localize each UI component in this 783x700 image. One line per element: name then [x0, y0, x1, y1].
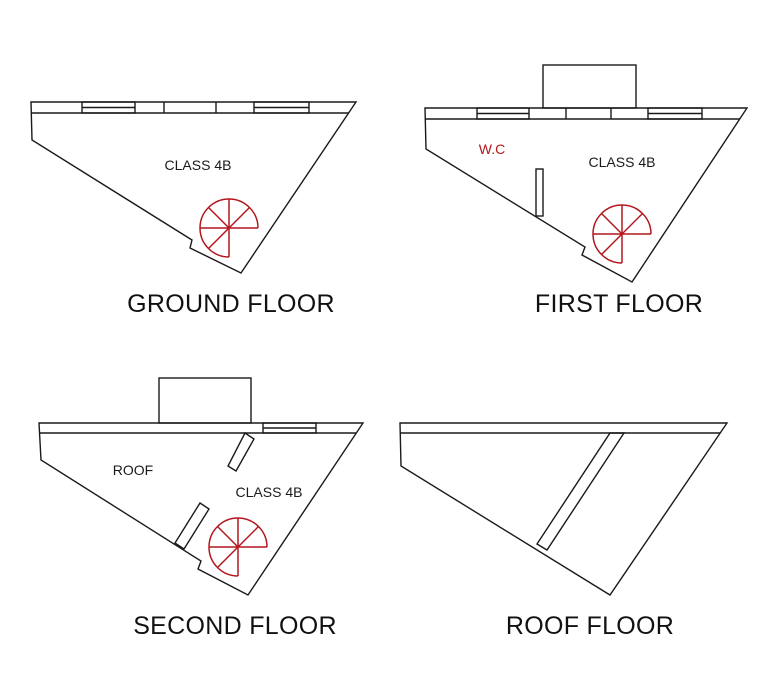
- floor-title: ROOF FLOOR: [506, 612, 674, 640]
- stair-tread: [621, 212, 644, 235]
- room-label: CLASS 4B: [589, 154, 656, 170]
- second-floor-spiral-stair-icon: [208, 517, 268, 577]
- room-label: ROOF: [113, 462, 153, 478]
- floor-title: FIRST FLOOR: [535, 290, 703, 318]
- second-floor-outline: [38, 422, 365, 596]
- ground-floor-spiral-stair-icon: [199, 198, 259, 258]
- second-floor-partition-lower: [174, 502, 210, 550]
- second-floor-plan: ROOF CLASS 4B SECOND FLOOR: [38, 377, 365, 640]
- first-floor-outline: [424, 107, 749, 283]
- room-label: CLASS 4B: [236, 484, 303, 500]
- stair-tread: [228, 206, 251, 229]
- second-floor-stair-tower: [158, 377, 252, 424]
- stair-tread: [207, 227, 230, 250]
- roof-floor-partition: [536, 432, 626, 551]
- stair-tread: [600, 233, 623, 256]
- floor-title: GROUND FLOOR: [127, 290, 335, 318]
- roof-floor-outline: [399, 422, 729, 596]
- floor-title: SECOND FLOOR: [133, 612, 337, 640]
- first-floor-stair-tower: [542, 64, 637, 109]
- stair-tread: [216, 525, 239, 548]
- ground-floor-outline: [30, 101, 358, 274]
- stair-tread: [207, 206, 230, 229]
- room-label: CLASS 4B: [165, 157, 232, 173]
- stair-tread: [600, 212, 623, 235]
- ground-floor-plan: CLASS 4B GROUND FLOOR: [30, 101, 358, 318]
- first-floor-partition-wall: [535, 168, 544, 217]
- second-floor-partition-upper: [227, 431, 255, 472]
- first-floor-spiral-stair-icon: [592, 204, 652, 264]
- stair-tread: [237, 525, 260, 548]
- stair-tread: [216, 546, 239, 569]
- room-label: W.C: [479, 141, 505, 157]
- first-floor-plan: W.C CLASS 4B FIRST FLOOR: [424, 64, 749, 318]
- roof-floor-plan: ROOF FLOOR: [399, 422, 729, 640]
